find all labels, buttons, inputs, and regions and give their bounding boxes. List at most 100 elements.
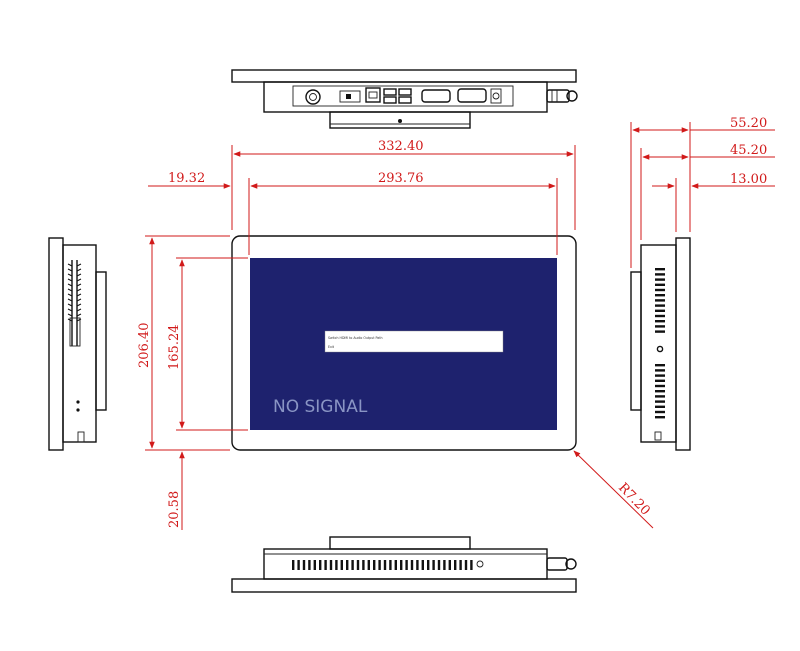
mount-tooth bbox=[67, 278, 73, 282]
vent-slot bbox=[655, 330, 665, 333]
mount-tooth bbox=[76, 288, 82, 292]
mount-tooth bbox=[76, 313, 82, 317]
dim-width-display: 293.76 bbox=[378, 171, 424, 186]
mount-tooth bbox=[67, 283, 73, 287]
vent-slot bbox=[655, 320, 665, 323]
dim-height-overall: 206.40 bbox=[137, 323, 152, 369]
serial-port-icon bbox=[421, 89, 451, 103]
dim-width-overall: 332.40 bbox=[378, 139, 424, 154]
osd-dialog-line1: Switch HDMI to Audio Output Path bbox=[328, 336, 382, 340]
vent-slot bbox=[655, 410, 665, 414]
dim-height-display: 165.24 bbox=[167, 325, 182, 371]
vent-slot bbox=[655, 283, 665, 286]
power-button-icon bbox=[305, 89, 321, 105]
vent-slot bbox=[389, 560, 392, 570]
dim-depth-total: 55.20 bbox=[730, 116, 767, 131]
vent-slot bbox=[448, 560, 451, 570]
osd-dialog bbox=[324, 330, 504, 353]
vent-slot bbox=[292, 560, 295, 570]
vent-slot bbox=[313, 560, 316, 570]
vent-slot bbox=[405, 560, 408, 570]
vent-slot bbox=[655, 309, 665, 312]
mount-tooth bbox=[76, 273, 82, 277]
antenna-bottom-icon bbox=[546, 557, 568, 571]
mount-tooth bbox=[76, 303, 82, 307]
bottom-view bbox=[231, 536, 577, 593]
vent-slot bbox=[655, 278, 665, 281]
vent-slot bbox=[319, 560, 322, 570]
vent-slot bbox=[432, 560, 435, 570]
vent-slot bbox=[454, 560, 457, 570]
front-view: Switch HDMI to Audio Output Path Exit NO… bbox=[231, 235, 577, 451]
top-view bbox=[231, 69, 578, 129]
vent-slot bbox=[655, 364, 665, 367]
dc-jack-icon bbox=[339, 90, 361, 103]
mount-tooth bbox=[76, 278, 82, 282]
vent-slot bbox=[340, 560, 343, 570]
vent-slot bbox=[655, 374, 665, 377]
vent-slot bbox=[459, 560, 462, 570]
vent-slot bbox=[655, 369, 665, 372]
ethernet-port-icon bbox=[365, 87, 381, 103]
vent-slot bbox=[655, 405, 665, 408]
vent-slot bbox=[421, 560, 424, 570]
mount-tooth bbox=[67, 298, 73, 302]
vent-slot bbox=[373, 560, 376, 570]
vent-slot bbox=[297, 560, 300, 570]
mount-tooth bbox=[76, 263, 82, 267]
mount-tooth bbox=[67, 273, 73, 277]
mount-tooth bbox=[67, 313, 73, 317]
vent-slot bbox=[655, 294, 665, 297]
vent-slot bbox=[437, 560, 441, 570]
vent-slot bbox=[655, 273, 665, 276]
mount-tooth bbox=[67, 263, 73, 267]
mount-tooth bbox=[76, 293, 82, 297]
vent-slot bbox=[362, 560, 365, 570]
mount-tooth bbox=[67, 303, 73, 307]
vga-port-icon bbox=[457, 88, 487, 103]
mount-tooth bbox=[67, 268, 73, 272]
mount-tooth bbox=[67, 318, 73, 322]
monitor-bezel bbox=[231, 235, 577, 451]
vent-slot bbox=[324, 560, 327, 570]
mount-tooth bbox=[76, 298, 82, 302]
dim-depth-body: 45.20 bbox=[730, 143, 767, 158]
vent-slot bbox=[346, 560, 349, 570]
vent-slot bbox=[655, 390, 665, 393]
screw-icon bbox=[656, 345, 664, 353]
vent-slot bbox=[655, 325, 665, 328]
vent-slot bbox=[655, 400, 665, 403]
vent-slot bbox=[655, 304, 665, 307]
dim-corner-radius: R7.20 bbox=[615, 480, 653, 518]
vent-slot bbox=[302, 560, 306, 570]
vent-slot bbox=[378, 560, 381, 570]
vent-slot bbox=[383, 560, 387, 570]
vent-slot bbox=[470, 560, 473, 570]
vent-slot bbox=[351, 560, 354, 570]
mount-tooth bbox=[76, 308, 82, 312]
mount-tooth bbox=[76, 268, 82, 272]
mount-tooth bbox=[67, 308, 73, 312]
vent-slot bbox=[655, 395, 665, 398]
mount-tooth bbox=[67, 288, 73, 292]
no-signal-text: NO SIGNAL bbox=[273, 397, 368, 417]
vent-slot bbox=[394, 560, 397, 570]
vent-slot bbox=[416, 560, 419, 570]
usb-port-icon bbox=[383, 88, 397, 96]
vent-slot bbox=[356, 560, 360, 570]
vent-slot bbox=[308, 560, 311, 570]
right-side-view bbox=[630, 237, 691, 451]
mount-tooth bbox=[67, 293, 73, 297]
vent-slot bbox=[655, 314, 665, 318]
left-side-view bbox=[48, 237, 107, 451]
vent-slot bbox=[329, 560, 333, 570]
mount-tooth bbox=[76, 283, 82, 287]
vent-slot bbox=[655, 299, 665, 302]
dim-depth-bezel: 13.00 bbox=[730, 172, 767, 187]
vent-slot bbox=[335, 560, 338, 570]
vent-slot bbox=[655, 268, 665, 271]
vent-slot bbox=[655, 288, 665, 292]
vent-slot bbox=[427, 560, 430, 570]
osd-dialog-line2: Exit bbox=[328, 345, 335, 349]
